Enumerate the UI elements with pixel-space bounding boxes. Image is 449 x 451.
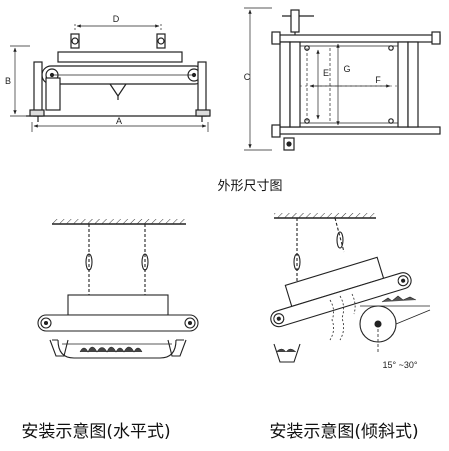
inclined-installation bbox=[270, 213, 431, 363]
horizontal-installation bbox=[37, 219, 199, 359]
top-view bbox=[271, 9, 441, 151]
front-view bbox=[26, 33, 211, 122]
horizontal-caption: 安装示意图(水平式) bbox=[21, 422, 170, 442]
outline-caption: 外形尺寸图 bbox=[217, 179, 282, 194]
dim-label-a: A bbox=[116, 116, 122, 126]
angle-label: 15° ~30° bbox=[383, 360, 418, 370]
top-view-dimensions bbox=[244, 7, 398, 151]
dim-label-d: D bbox=[113, 14, 120, 24]
dim-label-c: C bbox=[244, 72, 251, 82]
front-view-dimensions bbox=[10, 22, 209, 132]
dim-label-g: G bbox=[343, 64, 350, 74]
dim-label-f: F bbox=[375, 75, 381, 85]
dim-label-b: B bbox=[5, 76, 11, 86]
dim-label-e: E bbox=[323, 68, 329, 78]
inclined-caption: 安装示意图(倾斜式) bbox=[269, 422, 418, 442]
